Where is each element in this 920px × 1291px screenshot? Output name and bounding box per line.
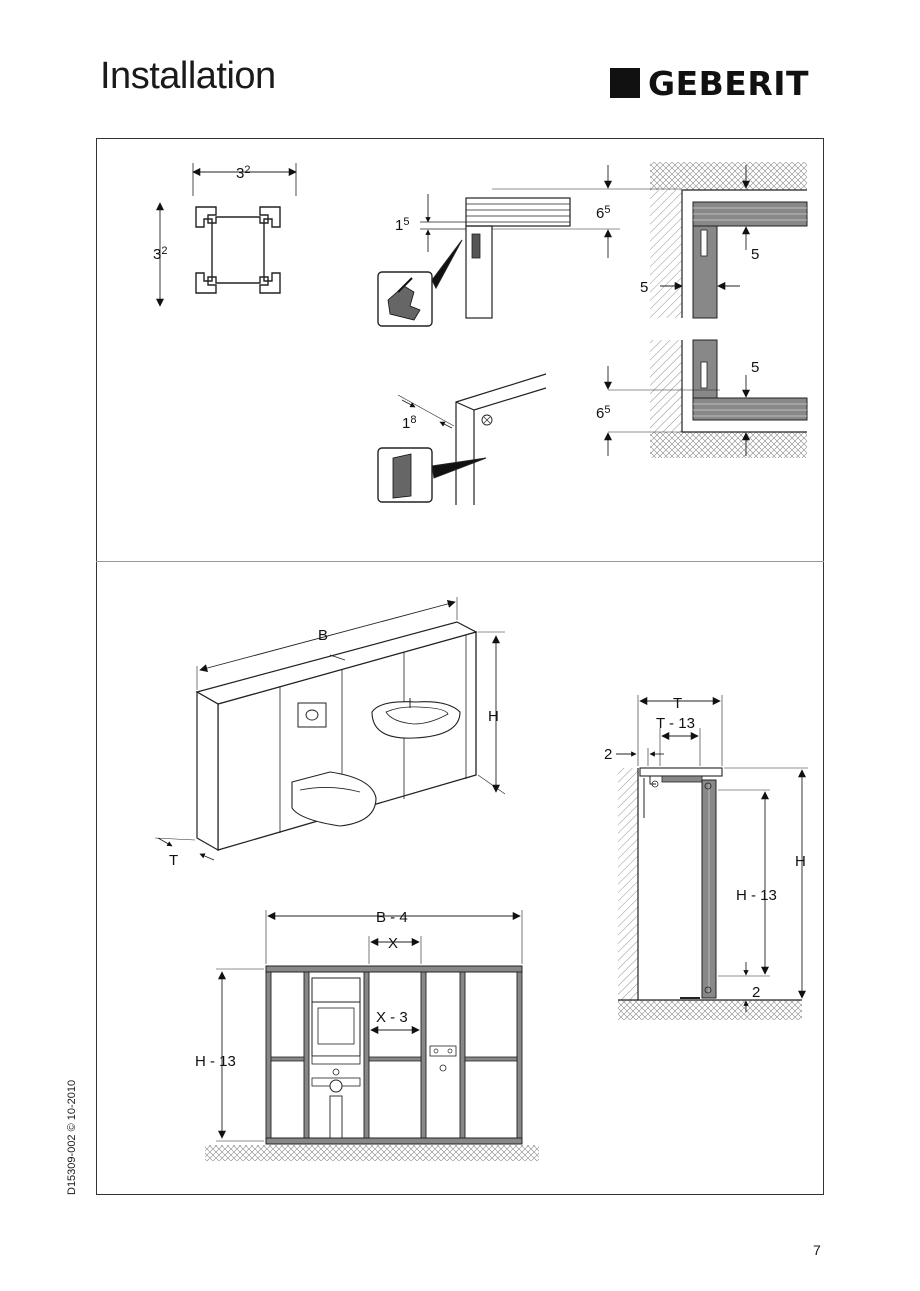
bottom-inset-label: 5: [751, 359, 759, 376]
height-h-right-label: H: [795, 853, 806, 870]
wall-corner-top: [650, 162, 808, 319]
height-h-label: H: [488, 708, 499, 725]
section-divider: [96, 561, 824, 562]
page-title: Installation: [100, 55, 276, 97]
drawing-frame: [96, 138, 824, 1195]
page-number: 7: [813, 1242, 821, 1258]
depth-t-minus-label: T - 13: [656, 715, 695, 732]
height-h-minus-right-label: H - 13: [736, 887, 777, 904]
side-section: [616, 695, 808, 1020]
side-inset-label: 5: [640, 279, 648, 296]
board-detail: [377, 373, 547, 505]
top-offset-label: 65: [596, 204, 610, 222]
width-b-label: B: [318, 627, 328, 644]
clip-detail: [377, 165, 680, 327]
brand-logo: GEBERIT: [610, 63, 810, 103]
board-thickness-label: 18: [402, 414, 416, 432]
top-inset-label: 5: [751, 246, 759, 263]
depth-t-label: T: [169, 852, 178, 869]
document-code: D15309-002 © 10-2010: [66, 1079, 78, 1195]
clip-gap-label: 15: [395, 216, 409, 234]
gap-2-top-label: 2: [604, 746, 612, 763]
isometric-wall: [154, 597, 506, 861]
profile-section: [155, 163, 297, 307]
gap-2-bottom-label: 2: [752, 984, 760, 1001]
profile-width-label: 32: [236, 164, 250, 182]
front-frame: [205, 910, 539, 1161]
profile-height-label: 32: [153, 245, 167, 263]
depth-t-side-label: T: [673, 695, 682, 712]
brand-name: GEBERIT: [648, 63, 810, 103]
height-h-minus-front-label: H - 13: [195, 1053, 236, 1070]
wall-corner-bottom: [603, 339, 808, 458]
logo-square-icon: [610, 68, 640, 98]
spacing-x-minus-label: X - 3: [376, 1009, 408, 1026]
spacing-x-label: X: [388, 935, 398, 952]
width-b-minus-label: B - 4: [376, 909, 408, 926]
bottom-offset-label: 65: [596, 404, 610, 422]
